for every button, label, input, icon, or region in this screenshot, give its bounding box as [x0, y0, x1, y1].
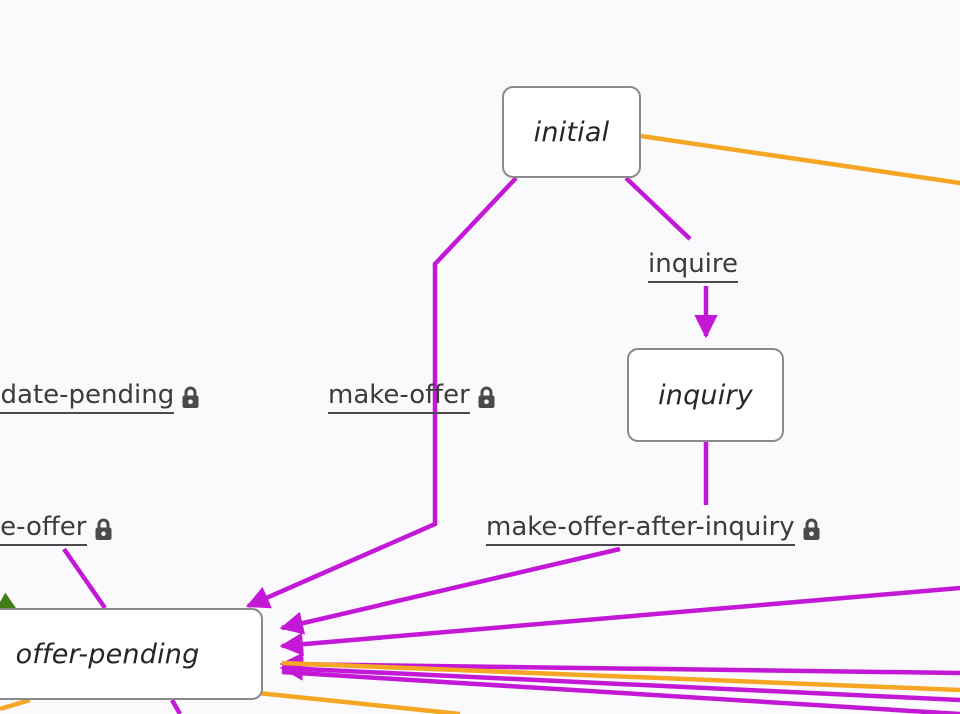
edge-initial-to-offer-pending [245, 176, 518, 609]
edge-offer-pending-bottom-stub [170, 698, 182, 714]
edge-initial-offscreen-orange [640, 133, 960, 186]
edge-update-offer-to-offer-pending [62, 547, 107, 610]
node-inquiry[interactable]: inquiry [627, 348, 784, 442]
node-inquiry-label: inquiry [658, 379, 753, 411]
node-initial-label: initial [533, 116, 610, 148]
edge-offscreen-to-offer-pending-a [279, 585, 960, 656]
edge-label-make-offer[interactable]: make-offer [328, 380, 496, 414]
node-offer-pending[interactable]: offer-pending [0, 608, 263, 700]
node-initial[interactable]: initial [502, 86, 641, 178]
edge-label-make-offer-after-inquiry-text: make-offer-after-inquiry [486, 512, 795, 546]
edge-label-update-pending[interactable]: pdate-pending [0, 380, 200, 414]
edge-offscreen-orange-to-offer-pending [281, 660, 960, 693]
lock-icon [94, 518, 113, 541]
edge-initial-to-inquiry [624, 176, 692, 241]
edge-inquiry-to-offer-pending [279, 546, 621, 635]
lock-icon [181, 386, 200, 409]
edge-label-make-offer-after-inquiry[interactable]: make-offer-after-inquiry [486, 512, 821, 546]
edge-offscreen-to-offer-pending-d [281, 669, 960, 714]
edge-offer-pending-orange-down [257, 690, 461, 714]
edge-orange-into-offer-pending-3 [0, 697, 31, 712]
edge-label-update-offer[interactable]: ate-offer [0, 512, 113, 546]
edge-label-inquire-text: inquire [648, 249, 739, 283]
edge-offscreen-to-offer-pending-c [279, 657, 960, 703]
edge-label-update-offer-text: ate-offer [0, 512, 87, 546]
edge-label-inquire[interactable]: inquire [648, 249, 739, 283]
lock-icon [802, 518, 821, 541]
edge-label-make-offer-text: make-offer [328, 380, 470, 414]
node-offer-pending-label: offer-pending [15, 638, 200, 670]
edge-label-update-pending-text: pdate-pending [0, 380, 175, 414]
lock-icon [477, 386, 496, 409]
